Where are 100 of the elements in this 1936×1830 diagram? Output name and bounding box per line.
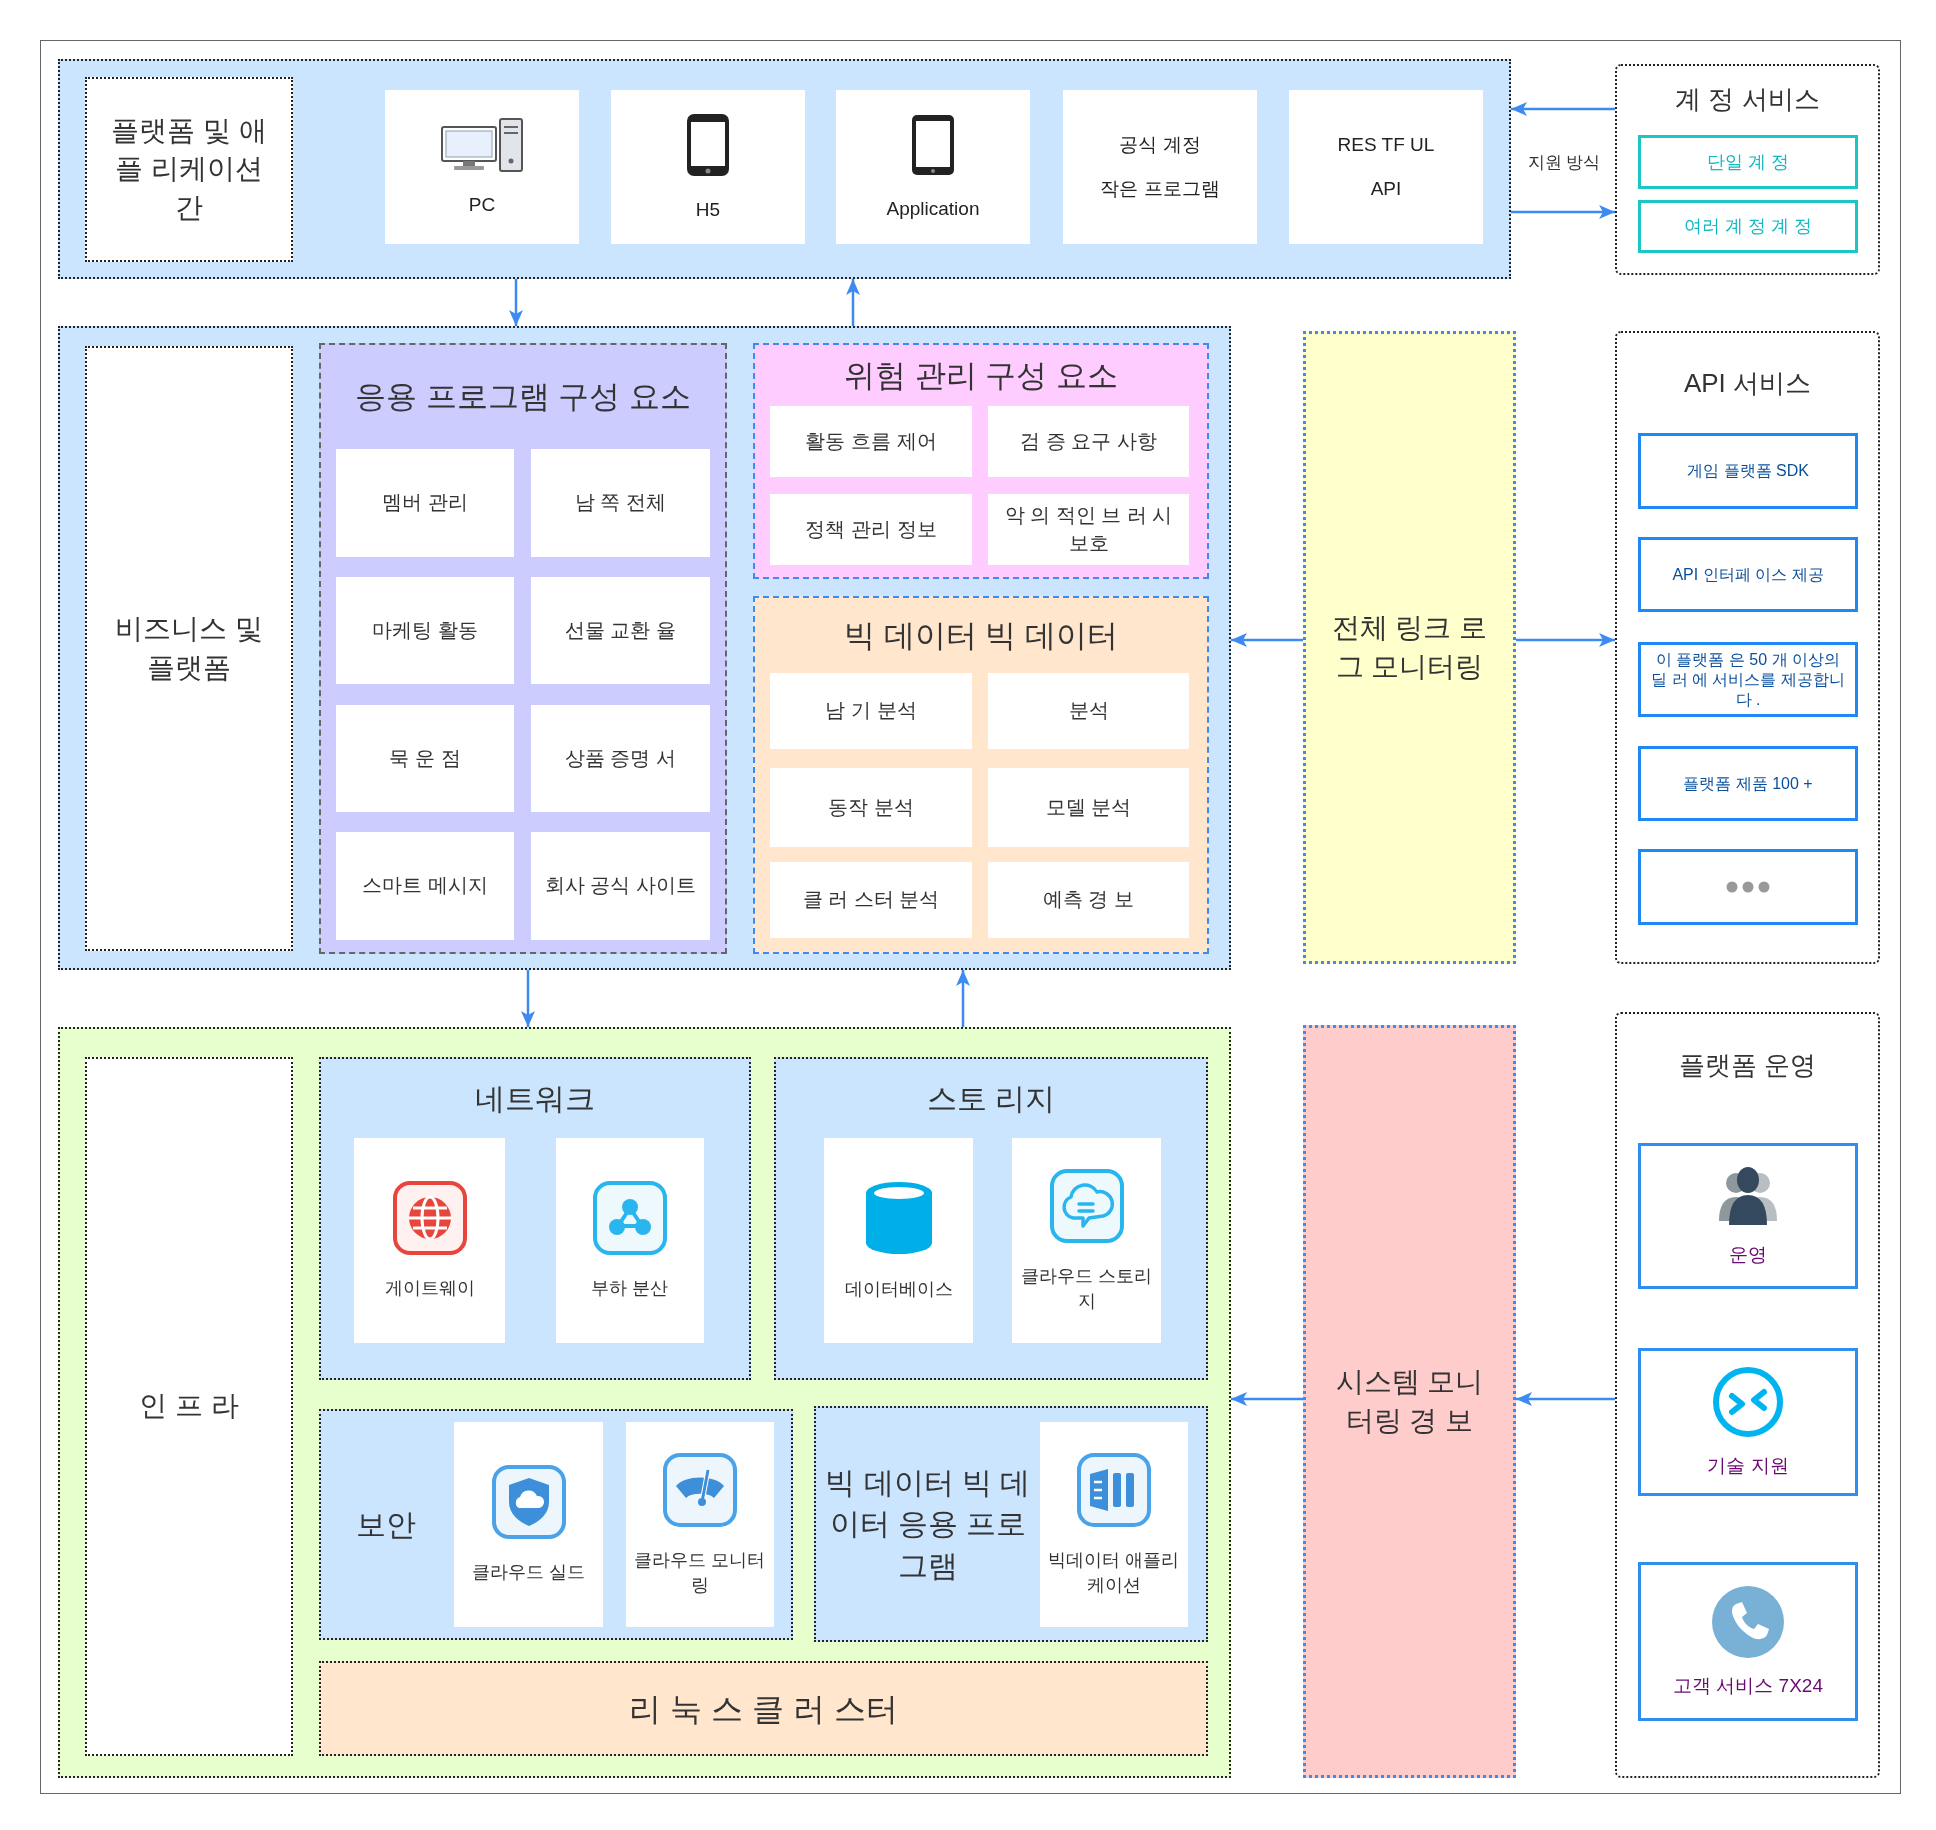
infra-service-card — [454, 1422, 603, 1627]
note-label: 지원 방식 — [1526, 152, 1602, 174]
node-label: 악 의 적인 브 러 시 보호 — [1003, 503, 1174, 556]
client-card — [611, 90, 805, 244]
service-group-panel — [1615, 331, 1880, 964]
group-title: 계 정 서비스 — [1675, 82, 1820, 116]
arrow — [1511, 102, 1615, 116]
layer-title: 비즈니스 및 플랫폼 — [114, 612, 264, 685]
arrow — [521, 970, 535, 1027]
component-card — [531, 577, 710, 684]
client-card — [1063, 90, 1257, 244]
layer-panel — [58, 59, 1511, 279]
monitoring-panel — [1303, 1025, 1516, 1778]
component-card — [336, 449, 514, 557]
api-feature-card — [1638, 642, 1858, 717]
client-card — [385, 90, 579, 244]
group-title: 플랫폼 운영 — [1678, 1048, 1817, 1082]
arrow — [1231, 633, 1303, 647]
layer-label-panel — [85, 77, 293, 262]
node-label: 이 플랫폼 은 50 개 이상의 딜 러 에 서비스를 제공합니다 . — [1650, 649, 1846, 710]
layer-title: 플랫폼 및 애플 리케이션 간 — [110, 113, 268, 225]
layer-title: 인 프 라 — [139, 1389, 239, 1424]
node-label: 예측 경 보 — [1042, 887, 1135, 913]
node-label: 정책 관리 정보 — [805, 516, 937, 542]
node-label: 남 기 분석 — [825, 698, 917, 724]
node-label: 부하 분산 — [591, 1277, 669, 1301]
node-label: 분석 — [1068, 698, 1109, 724]
node-label: 여러 계 정 계 정 — [1684, 215, 1812, 238]
node-label: PC — [468, 193, 496, 217]
component-card — [770, 862, 972, 938]
node-label: 묵 운 점 — [389, 745, 461, 771]
infra-service-card — [626, 1422, 774, 1627]
ops-card — [1638, 1562, 1858, 1721]
infra-service-card — [354, 1138, 505, 1343]
node-label: 리 눅 스 클 러 스터 — [629, 1689, 898, 1729]
node-label: 작은 프로그램 — [1100, 177, 1220, 201]
arrow — [1516, 633, 1615, 647]
api-feature-card — [1638, 433, 1858, 509]
node-label: 기술 지원 — [1707, 1454, 1789, 1478]
node-label: 게임 플랫폼 SDK — [1687, 461, 1809, 481]
node-label: 시스템 모니터링 경 보 — [1334, 1365, 1485, 1438]
component-card — [988, 673, 1189, 749]
infra-service-card — [824, 1138, 973, 1343]
group-title: 빅 데이터 빅 데이터 응용 프로그램 — [824, 1465, 1032, 1584]
component-card — [336, 705, 514, 812]
node-label: H5 — [695, 198, 721, 222]
component-card — [531, 832, 710, 940]
ops-card — [1638, 1348, 1858, 1496]
node-label: API — [1370, 177, 1402, 201]
node-label: 스마트 메시지 — [362, 873, 488, 899]
node-label: 멤버 관리 — [382, 490, 468, 516]
component-card — [336, 577, 514, 684]
node-label: 게이트웨이 — [384, 1277, 475, 1301]
node-label: 클 러 스터 분석 — [802, 887, 940, 913]
infra-group-panel — [774, 1057, 1208, 1380]
client-card — [836, 90, 1030, 244]
group-title: 위험 관리 구성 요소 — [844, 356, 1118, 395]
infra-service-card — [1012, 1138, 1161, 1343]
node-label: 플랫폼 제품 100 + — [1683, 773, 1813, 794]
infra-group-panel — [319, 1057, 751, 1380]
group-title: 보안 — [356, 1506, 416, 1543]
node-label: 검 증 요구 사항 — [1020, 428, 1157, 454]
arrow — [846, 279, 860, 326]
node-label: 회사 공식 사이트 — [544, 873, 697, 899]
component-card — [988, 768, 1189, 847]
service-group-panel — [1615, 64, 1880, 275]
layer-panel — [58, 326, 1231, 970]
component-card — [531, 449, 710, 557]
component-card — [770, 406, 972, 477]
component-card — [336, 832, 514, 940]
group-title: API 서비스 — [1683, 366, 1812, 400]
api-feature-card — [1638, 849, 1858, 925]
component-group-panel — [753, 343, 1209, 579]
layer-label-panel — [85, 346, 293, 951]
node-label: API 인터페 이스 제공 — [1672, 564, 1824, 585]
node-label: 고객 서비스 7X24 — [1673, 1673, 1823, 1698]
node-label: 동작 분석 — [828, 794, 914, 820]
arrow — [1511, 205, 1615, 219]
group-title: 응용 프로그램 구성 요소 — [355, 377, 691, 416]
arrow — [509, 279, 523, 326]
account-option-card — [1638, 135, 1858, 189]
node-label: 클라우드 스토리지 — [1020, 1264, 1153, 1313]
component-card — [988, 862, 1189, 938]
group-title: 빅 데이터 빅 데이터 — [844, 616, 1118, 655]
group-title: 스토 리지 — [926, 1081, 1056, 1118]
node-label: 상품 증명 서 — [564, 745, 677, 771]
account-option-card — [1638, 200, 1858, 253]
node-label: 활동 흐름 제어 — [805, 428, 937, 454]
node-label: 클라우드 모니터링 — [634, 1548, 766, 1597]
cluster-bar — [319, 1661, 1208, 1756]
node-label: 남 쪽 전체 — [574, 490, 667, 516]
component-card — [988, 494, 1189, 565]
arrow — [1231, 1392, 1303, 1406]
arrow — [956, 970, 970, 1027]
node-label: 전체 링크 로그 모니터링 — [1330, 611, 1489, 684]
infra-group-panel — [319, 1409, 793, 1640]
component-card — [988, 406, 1189, 477]
node-label: RES TF UL — [1337, 133, 1435, 157]
component-group-panel — [319, 343, 727, 954]
layer-panel — [58, 1027, 1231, 1778]
